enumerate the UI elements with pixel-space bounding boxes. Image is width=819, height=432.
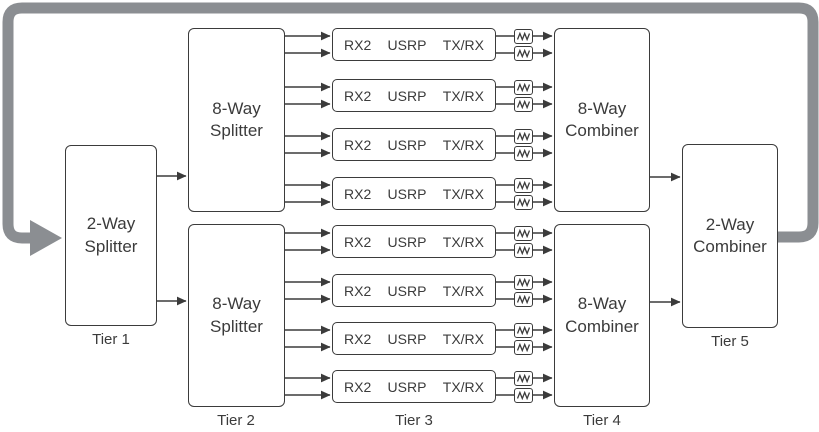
tier-2-label: Tier 2 [217,412,255,429]
usrp-device-label: USRP [387,185,427,202]
usrp-device-label: USRP [387,136,427,153]
signal-wires [157,31,681,400]
usrp-device-label: USRP [387,36,427,53]
feedback-loop [2,2,819,256]
attenuator-icon [514,371,533,386]
eight-way-combiner-top-box: 8-Way Combiner [554,28,650,212]
attenuator-icon [514,388,533,403]
usrp-rx2-port-label: RX2 [344,36,372,53]
attenuator-icon [514,29,533,44]
attenuator-icon [514,146,533,161]
usrp-txrx-port-label: TX/RX [442,136,484,153]
usrp-rx2-port-label: RX2 [344,87,372,104]
attenuator-icon [514,129,533,144]
two-way-splitter-box: 2-Way Splitter [65,145,157,326]
eight-way-splitter-bottom-box: 8-Way Splitter [188,224,285,407]
two-way-splitter-label: 2-Way Splitter [84,214,138,256]
usrp-device-label: USRP [387,233,427,250]
attenuator-icon [514,323,533,338]
usrp-txrx-port-label: TX/RX [442,87,484,104]
usrp-txrx-port-label: TX/RX [442,36,484,53]
usrp-node: RX2 USRP TX/RX [332,28,496,61]
attenuator-icon [514,178,533,193]
attenuator-icon [514,195,533,210]
usrp-rx2-port-label: RX2 [344,378,372,395]
two-way-combiner-label: 2-Way Combiner [693,214,767,256]
usrp-rx2-port-label: RX2 [344,233,372,250]
usrp-rx2-port-label: RX2 [344,136,372,153]
usrp-device-label: USRP [387,282,427,299]
usrp-txrx-port-label: TX/RX [442,185,484,202]
usrp-txrx-port-label: TX/RX [442,378,484,395]
eight-way-splitter-top-label: 8-Way Splitter [210,98,263,140]
attenuator-icon [514,80,533,95]
usrp-node: RX2 USRP TX/RX [332,370,496,403]
eight-way-combiner-top-label: 8-Way Combiner [565,98,639,140]
tier-1-label: Tier 1 [92,331,130,348]
usrp-rx2-port-label: RX2 [344,185,372,202]
usrp-node: RX2 USRP TX/RX [332,79,496,112]
two-way-combiner-box: 2-Way Combiner [682,144,778,328]
feedback-loop-arrowhead-icon [30,220,62,256]
usrp-txrx-port-label: TX/RX [442,233,484,250]
usrp-rx2-port-label: RX2 [344,330,372,347]
attenuator-icon [514,46,533,61]
usrp-node: RX2 USRP TX/RX [332,225,496,258]
tier-5-label: Tier 5 [711,333,749,350]
tier-3-label: Tier 3 [395,412,433,429]
usrp-rx2-port-label: RX2 [344,282,372,299]
usrp-node: RX2 USRP TX/RX [332,177,496,210]
feedback-loop-path [2,2,819,244]
attenuator-icon [514,275,533,290]
attenuator-icon [514,243,533,258]
usrp-txrx-port-label: TX/RX [442,282,484,299]
eight-way-splitter-top-box: 8-Way Splitter [188,28,285,212]
attenuator-icon [514,292,533,307]
eight-way-combiner-bottom-label: 8-Way Combiner [565,294,639,336]
usrp-node: RX2 USRP TX/RX [332,274,496,307]
usrp-node: RX2 USRP TX/RX [332,128,496,161]
usrp-device-label: USRP [387,87,427,104]
usrp-txrx-port-label: TX/RX [442,330,484,347]
eight-way-combiner-bottom-box: 8-Way Combiner [554,224,650,407]
usrp-node: RX2 USRP TX/RX [332,322,496,355]
usrp-device-label: USRP [387,378,427,395]
attenuator-icon [514,226,533,241]
tier-4-label: Tier 4 [583,412,621,429]
eight-way-splitter-bottom-label: 8-Way Splitter [210,294,263,336]
attenuator-icon [514,97,533,112]
attenuator-icon [514,340,533,355]
usrp-device-label: USRP [387,330,427,347]
